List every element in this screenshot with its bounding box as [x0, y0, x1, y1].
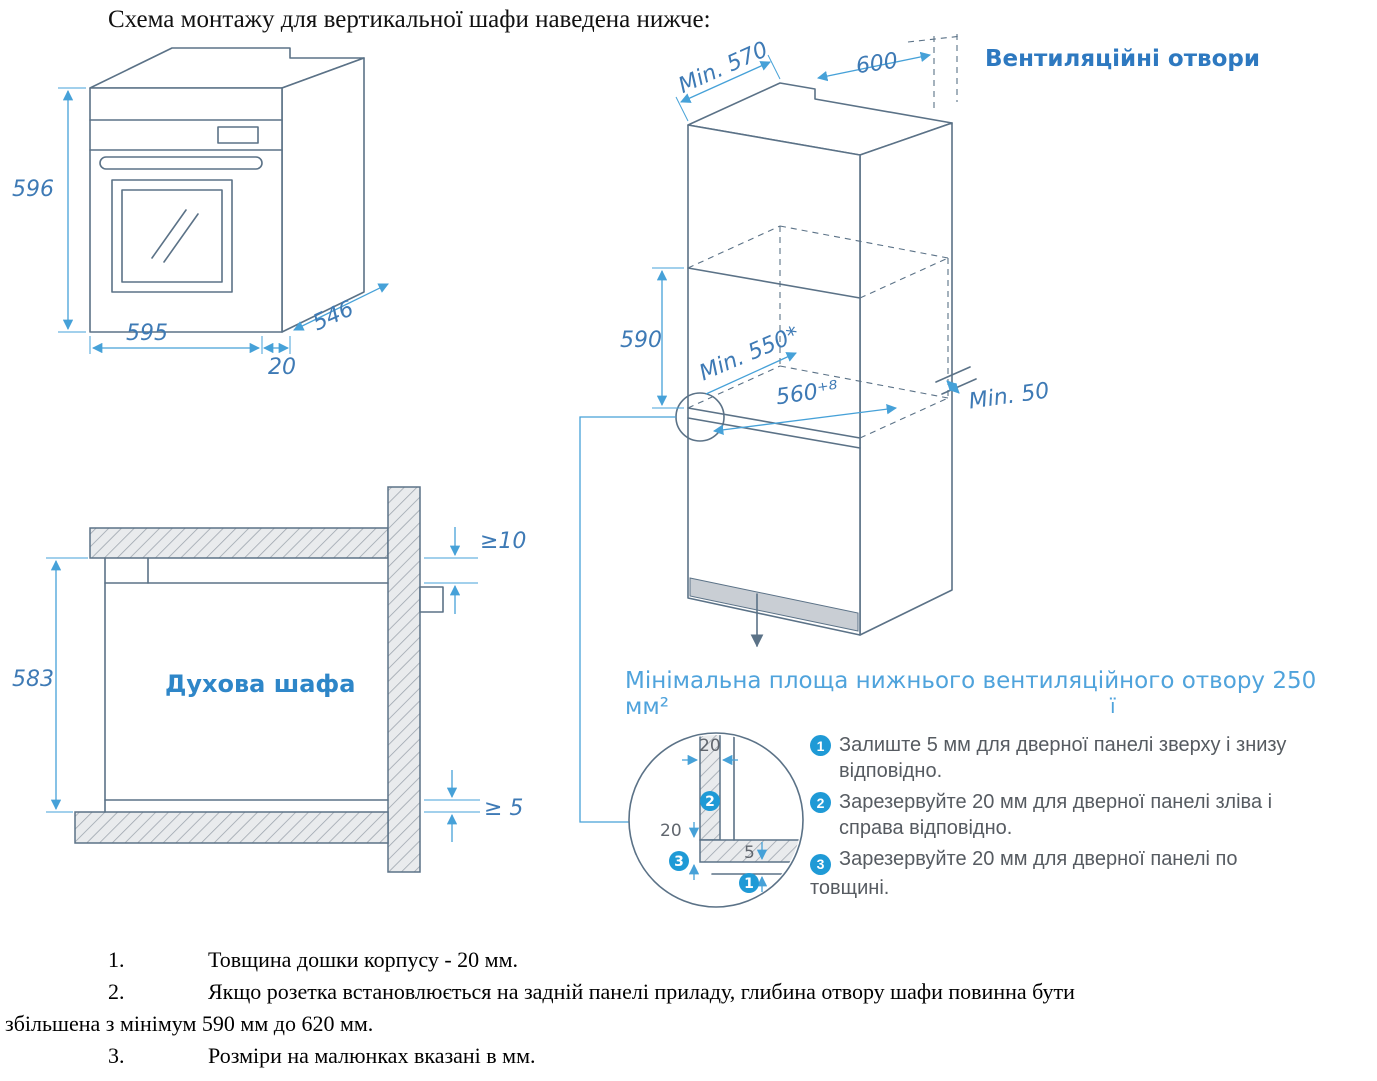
note-2-text-continued: збільшена з мінімум 590 мм до 620 мм.: [5, 1011, 374, 1036]
oven-height-label: 596: [12, 177, 54, 202]
oven-handle: [99, 156, 263, 170]
section-drawing: Духова шафа: [74, 486, 444, 873]
legend-text-2: Зарезервуйте 20 мм для дверної панелі зл…: [839, 791, 1273, 839]
legend-item-1: 1 Залиште 5 мм для дверної панелі зверху…: [810, 732, 1310, 784]
svg-text:1: 1: [744, 876, 754, 892]
oven-width-label: 595: [126, 321, 168, 346]
legend-badge-1: 1: [810, 735, 831, 756]
legend-text-3: Зарезервуйте 20 мм для дверної панелі по…: [810, 848, 1238, 899]
legend-badge-3: 3: [810, 853, 831, 875]
bottom-gap-label: ≥ 5: [484, 796, 523, 821]
note-2-text: Якщо розетка встановлюється на задній па…: [208, 979, 1075, 1004]
detail-connector-line: [579, 416, 676, 823]
vent-area-note: Мінімальна площа нижнього вентиляційного…: [625, 668, 1317, 720]
detail-badge-1: 1: [739, 873, 759, 893]
note-1: 1. Товщина дошки корпусу - 20 мм.: [5, 944, 1345, 976]
oven-display: [217, 126, 259, 144]
detail-legend: 1 Залиште 5 мм для дверної панелі зверху…: [810, 732, 1310, 906]
note-2: 2. Якщо розетка встановлюється на задній…: [5, 976, 1345, 1040]
note-1-number: 1.: [108, 947, 125, 972]
side-panel-board: [387, 486, 421, 873]
oven-3d-drawing: [89, 47, 365, 333]
legend-item-2: 2 Зарезервуйте 20 мм для дверної панелі …: [810, 789, 1310, 841]
legend-badge-2: 2: [810, 792, 831, 813]
top-gap-label: ≥10: [480, 529, 526, 554]
detail-thickness-label: 20: [660, 821, 682, 841]
vent-note-overflow: ї: [1110, 694, 1116, 718]
bottom-panel-board: [74, 811, 389, 844]
bottom-vent-strip: [689, 577, 859, 632]
note-3-number: 3.: [108, 1043, 125, 1068]
rear-gap-label: Min. 50: [967, 379, 1051, 415]
legend-text-1: Залиште 5 мм для дверної панелі зверху і…: [839, 734, 1287, 782]
top-panel-board: [89, 527, 389, 559]
note-3: 3. Розміри на малюнках вказані в мм.: [5, 1040, 1345, 1072]
ventilation-openings-label: Вентиляційні отвори: [985, 46, 1260, 72]
note-3-text: Розміри на малюнках вказані в мм.: [208, 1043, 536, 1068]
svg-text:2: 2: [705, 794, 715, 810]
installation-notes: 1. Товщина дошки корпусу - 20 мм. 2. Якщ…: [5, 944, 1345, 1072]
detail-side-reserve-label: 20: [699, 736, 721, 756]
detail-drawing: 20 20 5 2 3 1: [628, 732, 804, 908]
section-dimensions: 583 ≥10 ≥ 5: [12, 527, 526, 842]
detail-top-bottom-label: 5: [744, 843, 755, 863]
cabinet-width-label: 600: [854, 49, 899, 80]
note-1-text: Товщина дошки корпусу - 20 мм.: [208, 947, 519, 972]
detail-badge-3: 3: [669, 851, 689, 871]
detail-badge-2: 2: [700, 791, 720, 811]
section-height-label: 583: [12, 667, 54, 692]
wall-bracket: [419, 586, 444, 613]
page-title: Схема монтажу для вертикальної шафи наве…: [108, 6, 711, 33]
oven-cavity-label: Духова шафа: [165, 670, 355, 698]
oven-door-gap-label: 20: [268, 355, 296, 380]
note-2-number: 2.: [108, 979, 125, 1004]
oven-door-window: [111, 179, 233, 293]
svg-text:3: 3: [674, 854, 684, 870]
niche-height-label: 590: [620, 328, 662, 353]
oven-dimensions: 596 595 20 546: [12, 87, 389, 380]
